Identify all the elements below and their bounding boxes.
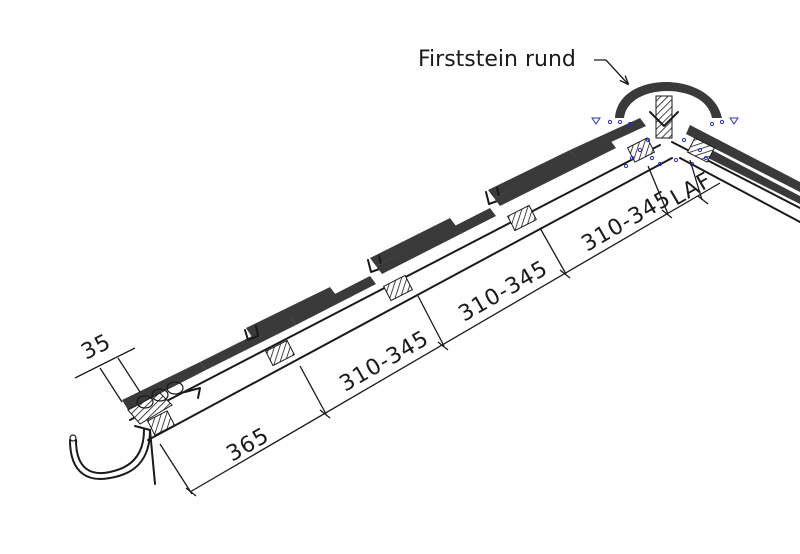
roof-tiles — [200, 118, 800, 370]
ridge-tile-label-group: Firststein rund — [418, 47, 628, 84]
dim-overhang: 35 — [74, 329, 141, 403]
dim-batten-spacing-3: 310-345 — [578, 186, 676, 257]
dim-first-batten: 365 — [223, 423, 274, 467]
gutter — [69, 425, 156, 485]
dim-chain: 365 310-345 310-345 310-345 LAF — [159, 159, 721, 497]
eave-tile — [122, 362, 206, 425]
ridge-tile — [615, 82, 722, 139]
dim-batten-spacing-1: 310-345 — [336, 326, 434, 397]
ridge-tile-label: Firststein rund — [418, 47, 576, 72]
battens — [146, 137, 716, 436]
vent-markers — [591, 117, 739, 169]
